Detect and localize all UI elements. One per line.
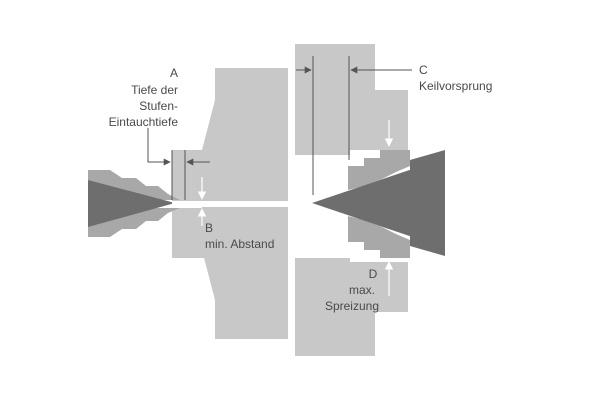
label-b-letter: B bbox=[205, 221, 213, 235]
label-c-letter: C bbox=[419, 63, 428, 77]
label-c: C Keilvorsprung bbox=[419, 63, 492, 93]
right-block-lower bbox=[295, 258, 408, 356]
left-step-lower bbox=[172, 208, 217, 258]
label-d-line2: Spreizung bbox=[325, 299, 379, 313]
dimension-lines bbox=[147, 56, 412, 200]
right-jaw-lower bbox=[348, 216, 410, 258]
right-block-upper bbox=[295, 44, 408, 155]
right-wedge-cap-lower bbox=[410, 234, 445, 256]
white-arrows bbox=[197, 120, 394, 296]
label-b-line1: min. Abstand bbox=[205, 237, 274, 251]
right-wedge bbox=[312, 158, 445, 248]
label-c-line1: Keilvorsprung bbox=[419, 79, 492, 93]
label-a-letter: A bbox=[170, 66, 178, 80]
label-a-line2: Stufen- bbox=[139, 99, 178, 113]
label-a-line1: Tiefe der bbox=[131, 83, 178, 97]
label-a-line3: Eintauchtiefe bbox=[109, 115, 179, 129]
right-wedge-cap-upper bbox=[410, 150, 445, 172]
left-assembly bbox=[88, 68, 288, 339]
left-step-upper bbox=[172, 150, 217, 202]
gap-strip-b bbox=[172, 201, 288, 207]
left-wedge bbox=[88, 180, 175, 227]
right-assembly bbox=[295, 44, 445, 356]
label-d: D max. Spreizung bbox=[325, 267, 379, 313]
right-jaw-upper bbox=[348, 150, 410, 190]
label-b: B min. Abstand bbox=[205, 221, 274, 251]
label-d-line1: max. bbox=[349, 283, 375, 297]
label-a: A Tiefe der Stufen- Eintauchtiefe bbox=[109, 66, 179, 129]
dim-a-leader bbox=[147, 128, 171, 166]
label-d-letter: D bbox=[369, 267, 378, 281]
